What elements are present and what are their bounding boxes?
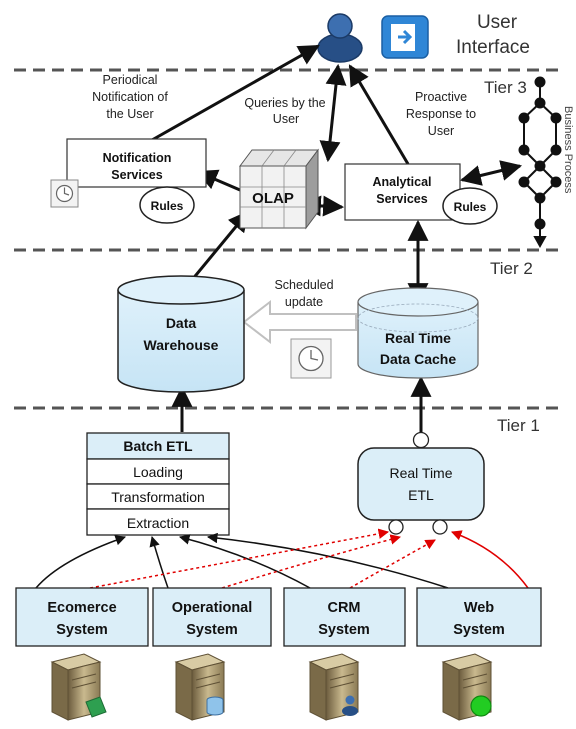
scheduled-update-label: Scheduled — [274, 278, 333, 292]
loading-label: Loading — [133, 464, 183, 480]
periodical-notification-label: Periodical — [103, 73, 158, 87]
notification-clock-icon — [50, 179, 79, 208]
analytical-services-box: Analytical Services — [344, 163, 461, 221]
operational-server-icon — [174, 653, 226, 721]
transformation-label: Transformation — [111, 489, 205, 505]
olap-cube: OLAP — [239, 148, 319, 230]
batch-etl-stack: Batch ETL Loading Transformation Extract… — [86, 432, 230, 536]
tier3-label: Tier 3 — [484, 78, 527, 97]
realtime-etl-label: Real Time — [389, 465, 452, 481]
application-icon — [381, 15, 429, 59]
queries-by-user-label: Queries by the — [244, 96, 325, 110]
crm-system-label-2: System — [318, 622, 370, 638]
realtime-cache-label-2: Data Cache — [380, 351, 456, 367]
proactive-response-label-2: Response to — [406, 107, 476, 121]
scheduled-update-arrow — [242, 299, 357, 345]
web-system-box: Web System — [416, 587, 542, 647]
user-icon — [317, 13, 363, 63]
batch-extract-arrows — [35, 532, 449, 589]
operational-system-label-2: System — [186, 622, 238, 638]
periodical-notification-label-2: Notification of — [92, 90, 168, 104]
analytical-services-label: Analytical — [372, 175, 431, 189]
notification-services-label-2: Services — [111, 168, 162, 182]
data-warehouse-label: Data — [166, 315, 197, 331]
realtime-etl-input-port-2 — [432, 519, 448, 535]
analytical-rules-label: Rules — [454, 200, 487, 214]
arrow-olap-user — [319, 63, 347, 163]
periodical-notification-label-3: the User — [106, 107, 153, 121]
notification-services-box: Notification Services — [66, 138, 207, 188]
operational-system-label: Operational — [172, 600, 253, 616]
crm-system-label: CRM — [327, 600, 360, 616]
proactive-response-label-3: User — [428, 124, 454, 138]
extraction-label: Extraction — [127, 515, 189, 531]
tier1-label: Tier 1 — [497, 416, 540, 435]
business-process-graph — [518, 76, 562, 249]
proactive-response-label: Proactive — [415, 90, 467, 104]
realtime-etl-label-2: ETL — [408, 487, 434, 503]
ecomerce-system-label: Ecomerce — [47, 600, 116, 616]
realtime-extract-arrows — [89, 528, 529, 589]
arrow-notification-to-user — [151, 44, 320, 142]
crm-system-box: CRM System — [283, 587, 406, 647]
ecomerce-server-icon — [50, 653, 107, 721]
scheduled-clock-icon — [290, 338, 332, 379]
analytical-rules-ellipse: Rules — [442, 187, 498, 225]
operational-system-box: Operational System — [152, 587, 272, 647]
user-interface-label-2: Interface — [456, 37, 530, 58]
ecomerce-system-box: Ecomerce System — [15, 587, 149, 647]
business-process-label: Business Process — [562, 106, 574, 194]
notification-services-label: Notification — [103, 151, 172, 165]
realtime-cache-label: Real Time — [385, 330, 451, 346]
data-warehouse-cylinder: Data Warehouse — [117, 275, 245, 393]
tier2-label: Tier 2 — [490, 259, 533, 278]
web-system-label-2: System — [453, 622, 505, 638]
notification-rules-ellipse: Rules — [139, 186, 195, 224]
realtime-etl-box: Real Time ETL — [357, 431, 485, 535]
web-system-label: Web — [464, 600, 494, 616]
data-warehouse-label-2: Warehouse — [144, 337, 219, 353]
user-interface-label: User — [477, 12, 518, 33]
batch-etl-label: Batch ETL — [123, 438, 193, 454]
arrow-analytical-bp — [459, 160, 523, 186]
realtime-etl-input-port-1 — [388, 519, 404, 535]
ecomerce-system-label-2: System — [56, 622, 108, 638]
arrow-analytical-to-user — [348, 64, 410, 165]
notification-rules-label: Rules — [151, 199, 184, 213]
analytical-services-label-2: Services — [376, 192, 427, 206]
web-server-icon — [441, 653, 493, 721]
olap-label: OLAP — [252, 190, 294, 207]
crm-server-icon — [308, 653, 360, 721]
realtime-etl-output-port — [412, 431, 430, 449]
scheduled-update-label-2: update — [285, 295, 323, 309]
realtime-cache-cylinder: Real Time Data Cache — [357, 287, 479, 379]
queries-by-user-label-2: User — [273, 112, 299, 126]
